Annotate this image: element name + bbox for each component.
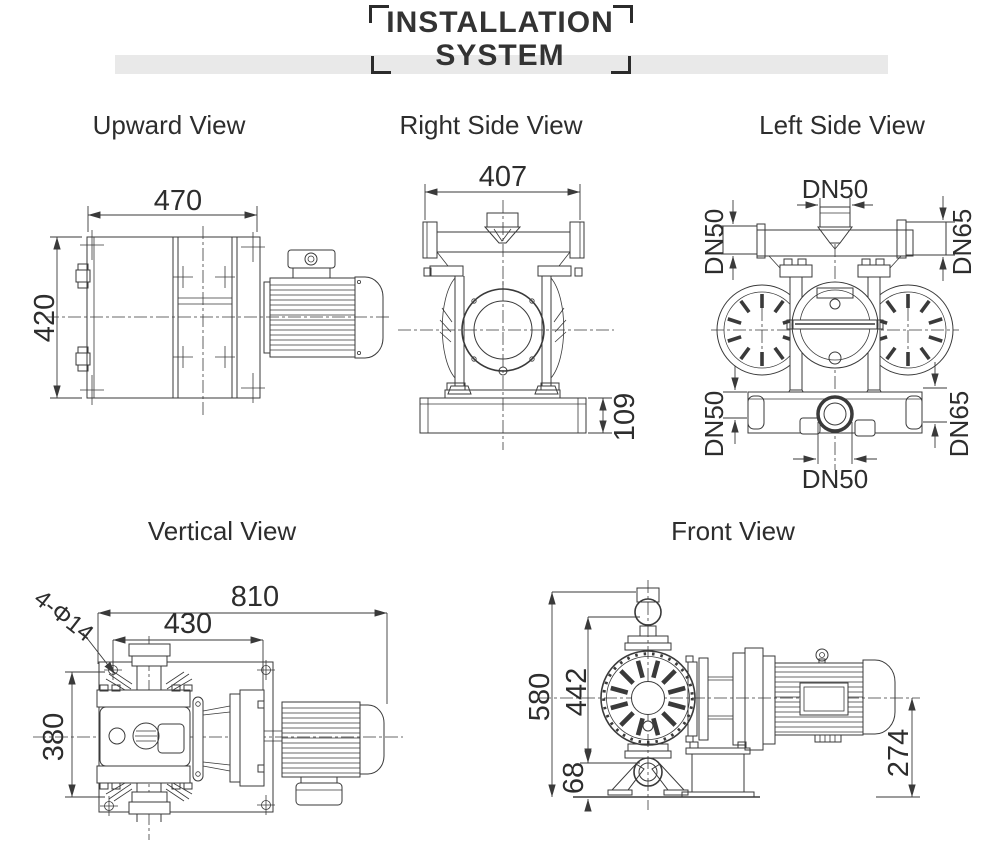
eyebolt-icon	[815, 648, 829, 662]
left-side-view-drawing: DN50 DN50 DN65	[699, 174, 977, 494]
motor	[762, 648, 896, 745]
front-view-drawing: 580 442 68 274	[528, 580, 920, 812]
motor	[263, 249, 384, 359]
vertical-view-drawing: 810 430 4-Φ14 380	[29, 581, 403, 840]
label-upward-view: Upward View	[92, 110, 246, 140]
title-line2: SYSTEM	[435, 39, 565, 72]
label-vertical-view: Vertical View	[147, 516, 297, 546]
dim-430: 430	[112, 608, 264, 695]
dn50-top-left-text: DN50	[699, 209, 729, 275]
dim-407-text: 407	[479, 161, 527, 193]
base	[747, 391, 923, 437]
side-connector-top	[75, 263, 91, 289]
page-title: INSTALLATION SYSTEM	[0, 6, 1000, 72]
dim-109: 109	[588, 393, 641, 441]
chamber-ribs	[439, 307, 567, 343]
pump-top-manifold	[422, 212, 585, 267]
clamp-hatch-bottom	[105, 782, 193, 802]
header-band	[115, 55, 888, 74]
dim-407: 407	[424, 161, 581, 220]
mounting-hole-crosses	[100, 660, 275, 816]
dim-380: 380	[38, 671, 105, 798]
top-manifold	[722, 206, 947, 269]
pump-body	[423, 265, 583, 395]
right-side-view-drawing: 407	[398, 161, 641, 450]
motor	[281, 701, 385, 806]
dim-dn50-top-center: DN50	[797, 174, 873, 214]
top-port	[624, 587, 672, 651]
bracket-top-left-icon	[369, 5, 389, 23]
dim-68-text: 68	[558, 762, 590, 794]
title-line1: INSTALLATION	[386, 6, 614, 39]
chamber-centerlines	[761, 308, 909, 352]
dn50-bottom-left-text: DN50	[699, 391, 729, 457]
motor-fins	[282, 707, 360, 774]
dn50-bottom-text: DN50	[802, 464, 868, 494]
dim-430-text: 430	[164, 608, 212, 640]
bracket-top-right-icon	[613, 5, 633, 23]
dim-470: 470	[87, 185, 258, 232]
dim-dn50-bottom-left: DN50	[699, 366, 747, 457]
base	[419, 382, 587, 434]
pump-top-view	[96, 643, 193, 822]
dim-dn65-top-right: DN65	[933, 196, 977, 281]
dim-420: 420	[29, 236, 82, 399]
right-port-pipe	[905, 221, 947, 256]
chamber-spokes	[610, 660, 686, 736]
dim-810: 810	[97, 581, 388, 704]
dn65-bottom-right-text: DN65	[944, 391, 974, 457]
dim-dn50-bottom-center: DN50	[793, 422, 877, 494]
dim-442-text: 442	[561, 668, 593, 716]
dim-580-text: 580	[528, 673, 556, 721]
center-body	[786, 281, 884, 369]
pump-face-inner	[473, 300, 533, 360]
pedestal	[681, 741, 755, 798]
dim-68: 68	[558, 748, 592, 812]
rim-bolts	[602, 652, 694, 744]
label-front-view: Front View	[671, 516, 795, 546]
mounting-hole-crosses	[80, 230, 265, 405]
junction-box	[295, 782, 343, 806]
dim-810-text: 810	[231, 581, 279, 613]
side-connector-bottom	[75, 346, 91, 372]
adapter-bracket	[685, 647, 764, 751]
dim-dn65-bottom-right: DN65	[923, 362, 974, 457]
diaphragm-chamber	[600, 650, 696, 746]
dim-380-text: 380	[38, 713, 70, 761]
dim-dn50-top-left: DN50	[699, 200, 743, 280]
dn50-top-text: DN50	[802, 174, 868, 204]
bracket-bottom-left-icon	[371, 56, 391, 74]
dim-109-text: 109	[609, 393, 641, 441]
dim-mounting-holes: 4-Φ14	[29, 585, 116, 675]
dn65-top-right-text: DN65	[947, 209, 977, 275]
motor-end-cap	[862, 659, 896, 735]
motor-end-cap	[359, 704, 385, 775]
dim-580: 580	[528, 591, 636, 797]
label-right-side-view: Right Side View	[399, 110, 583, 140]
dim-4xd14-text: 4-Φ14	[29, 585, 99, 648]
motor-fins	[270, 284, 355, 351]
baseplate	[98, 660, 275, 816]
dim-420-text: 420	[29, 294, 61, 342]
chamber-edges	[441, 277, 565, 379]
dim-274-text: 274	[883, 729, 915, 777]
drive-bracket	[192, 689, 282, 787]
bracket-bottom-right-icon	[611, 56, 631, 74]
dim-442: 442	[561, 616, 640, 764]
pump-baseplate	[75, 230, 265, 405]
dim-470-text: 470	[154, 185, 202, 217]
upward-view-drawing: 470 420	[29, 185, 390, 416]
bottom-port	[816, 395, 854, 433]
nameplate	[799, 682, 849, 716]
motor-end-cap	[354, 276, 384, 359]
bottom-port	[607, 743, 689, 796]
label-left-side-view: Left Side View	[759, 110, 925, 140]
dim-274: 274	[876, 698, 920, 798]
